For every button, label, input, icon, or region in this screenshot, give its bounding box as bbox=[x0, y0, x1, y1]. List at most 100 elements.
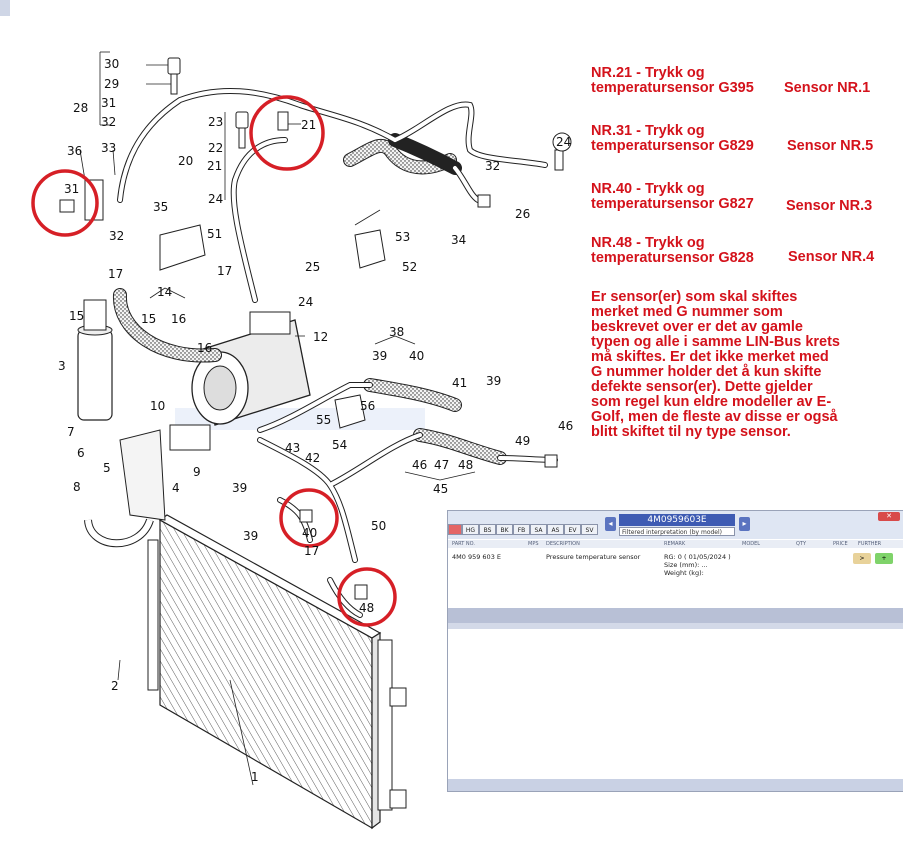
next-button[interactable]: ▸ bbox=[739, 517, 750, 531]
col-partno: PART NO. bbox=[452, 541, 475, 547]
compressor-part-12 bbox=[191, 311, 311, 426]
note-label: NR.48 - Trykk og temperatursensor G828 bbox=[591, 235, 754, 266]
window-corner-tab bbox=[0, 0, 10, 16]
callout-51: 51 bbox=[207, 227, 222, 241]
callout-43: 43 bbox=[285, 441, 300, 455]
cell-remark-1: RG: 0 ( 01/05/2024 ) bbox=[664, 553, 731, 561]
callout-17b: 17 bbox=[217, 264, 232, 278]
callout-32a: 32 bbox=[101, 115, 116, 129]
callout-4: 4 bbox=[172, 481, 180, 495]
note-sensor: Sensor NR.4 bbox=[788, 249, 875, 265]
callout-39b: 39 bbox=[486, 374, 501, 388]
callout-17a: 17 bbox=[108, 267, 123, 281]
table-row[interactable]: 4M0 959 603 E Pressure temperature senso… bbox=[448, 551, 903, 611]
explanation-paragraph: Er sensor(er) som skal skiftes merket me… bbox=[591, 289, 840, 440]
callout-39d: 39 bbox=[243, 529, 258, 543]
note-sensor: Sensor NR.3 bbox=[786, 198, 873, 214]
tab-sa[interactable]: SA bbox=[530, 524, 547, 535]
callout-48a: 48 bbox=[458, 458, 473, 472]
callout-2: 2 bbox=[111, 679, 119, 693]
callout-9: 9 bbox=[193, 465, 201, 479]
bracket-part-4 bbox=[84, 429, 166, 548]
cell-description: Pressure temperature sensor bbox=[546, 553, 641, 561]
tab-hg[interactable]: HG bbox=[462, 524, 479, 535]
callout-21a: 21 bbox=[301, 118, 316, 132]
divider-bar bbox=[448, 608, 903, 623]
callout-31a: 31 bbox=[101, 96, 116, 110]
table-header: PART NO. MPS DESCRIPTION REMARK MODEL QT… bbox=[448, 540, 903, 548]
callout-26: 26 bbox=[515, 207, 530, 221]
highlight-circle-40 bbox=[279, 488, 339, 548]
info-button[interactable]: > bbox=[853, 553, 871, 564]
callout-10: 10 bbox=[150, 399, 165, 413]
note-sensor: Sensor NR.5 bbox=[787, 138, 874, 154]
tab-bk[interactable]: BK bbox=[496, 524, 513, 535]
callout-48b: 48 bbox=[359, 601, 374, 615]
callout-29: 29 bbox=[104, 77, 119, 91]
callout-22: 22 bbox=[208, 141, 223, 155]
part-number-field[interactable]: 4M0959603E bbox=[619, 514, 735, 526]
tab-as[interactable]: AS bbox=[547, 524, 564, 535]
note-label: NR.31 - Trykk og temperatursensor G829 bbox=[591, 123, 754, 154]
callout-24c: 24 bbox=[298, 295, 313, 309]
callout-7: 7 bbox=[67, 425, 75, 439]
callout-23: 23 bbox=[208, 115, 223, 129]
callout-46a: 46 bbox=[412, 458, 427, 472]
callout-24a: 24 bbox=[208, 192, 223, 206]
callout-46b: 46 bbox=[558, 419, 573, 433]
status-bar bbox=[448, 779, 903, 791]
highlight-circle-48 bbox=[337, 567, 397, 627]
callout-39c: 39 bbox=[232, 481, 247, 495]
tab-bs[interactable]: BS bbox=[479, 524, 496, 535]
prev-button[interactable]: ◂ bbox=[605, 517, 616, 531]
col-remark: REMARK bbox=[664, 541, 686, 547]
callout-52: 52 bbox=[402, 260, 417, 274]
callout-28: 28 bbox=[73, 101, 88, 115]
note-label: NR.40 - Trykk og temperatursensor G827 bbox=[591, 181, 754, 212]
callout-35: 35 bbox=[153, 200, 168, 214]
tab-0[interactable] bbox=[448, 524, 462, 535]
callout-49: 49 bbox=[515, 434, 530, 448]
callout-45: 45 bbox=[433, 482, 448, 496]
tab-sv[interactable]: SV bbox=[581, 524, 598, 535]
callout-50: 50 bbox=[371, 519, 386, 533]
close-button[interactable]: ✕ bbox=[878, 512, 900, 521]
condenser-part-1 bbox=[147, 514, 407, 830]
callout-38: 38 bbox=[389, 325, 404, 339]
callout-16a: 16 bbox=[171, 312, 186, 326]
callout-20: 20 bbox=[178, 154, 193, 168]
col-further: FURTHER bbox=[858, 541, 882, 547]
sensor-highlights bbox=[31, 95, 397, 627]
callout-14: 14 bbox=[157, 285, 172, 299]
callout-40a: 40 bbox=[409, 349, 424, 363]
callout-36: 36 bbox=[67, 144, 82, 158]
callout-31b: 31 bbox=[64, 182, 79, 196]
callout-16b: 16 bbox=[197, 341, 212, 355]
circled-24-marker bbox=[552, 132, 572, 152]
callout-54: 54 bbox=[332, 438, 347, 452]
filter-select[interactable]: Filtered interpretation (by model) bbox=[619, 527, 735, 536]
leader-lines bbox=[79, 51, 476, 786]
callout-3: 3 bbox=[58, 359, 66, 373]
callout-1: 1 bbox=[251, 770, 259, 784]
parts-catalog-window: HG BS BK FB SA AS EV SV ◂ 4M0959603E Fil… bbox=[447, 510, 903, 792]
add-to-cart-button[interactable]: + bbox=[875, 553, 893, 564]
cell-remark-2: Size (mm): ... bbox=[664, 561, 708, 569]
col-price: PRICE bbox=[833, 541, 848, 547]
callout-42: 42 bbox=[305, 451, 320, 465]
callout-24b: 24 bbox=[556, 135, 571, 149]
callout-41: 41 bbox=[452, 376, 467, 390]
callout-32b: 32 bbox=[109, 229, 124, 243]
callout-40b: 40 bbox=[302, 526, 317, 540]
cell-remark-3: Weight (kg): bbox=[664, 569, 704, 577]
callout-12: 12 bbox=[313, 330, 328, 344]
callout-34: 34 bbox=[451, 233, 466, 247]
callout-30: 30 bbox=[104, 57, 119, 71]
callout-55: 55 bbox=[316, 413, 331, 427]
tab-fb[interactable]: FB bbox=[513, 524, 530, 535]
tab-ev[interactable]: EV bbox=[564, 524, 581, 535]
callout-53: 53 bbox=[395, 230, 410, 244]
col-mps: MPS bbox=[528, 541, 539, 547]
cell-part-no: 4M0 959 603 E bbox=[452, 553, 501, 561]
